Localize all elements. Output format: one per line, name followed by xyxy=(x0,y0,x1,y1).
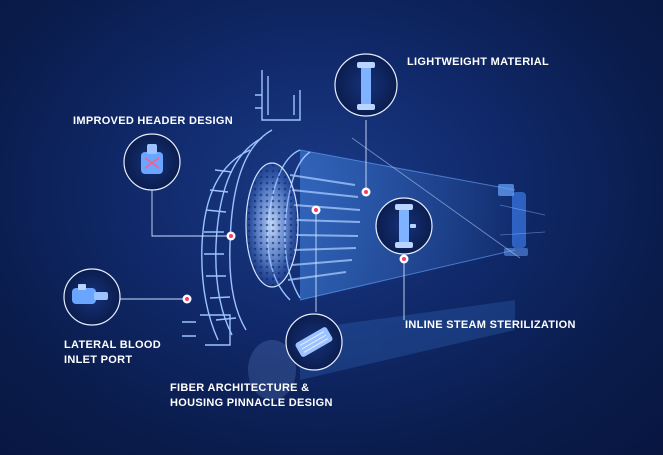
reflection xyxy=(248,300,515,400)
label-lateral-blood-inlet-port: LATERAL BLOOD INLET PORT xyxy=(64,338,161,368)
fiber-bundle-icon xyxy=(285,313,343,371)
label-lightweight-material: LIGHTWEIGHT MATERIAL xyxy=(407,55,549,70)
marker-fiber xyxy=(311,205,321,215)
callout-lines xyxy=(120,120,521,320)
filter-cartridge-icon xyxy=(334,53,398,117)
header-mesh xyxy=(245,162,299,288)
marker-lightweight xyxy=(361,187,371,197)
label-lateral-blood-line1: LATERAL BLOOD xyxy=(64,339,161,351)
fiber-bundle xyxy=(287,174,361,281)
marker-header xyxy=(226,231,236,241)
marker-inlet xyxy=(182,294,192,304)
label-fiber-architecture: FIBER ARCHITECTURE & HOUSING PINNACLE DE… xyxy=(170,381,333,411)
label-lightweight-material-line1: LIGHTWEIGHT MATERIAL xyxy=(407,56,550,68)
marker-steam xyxy=(399,254,409,264)
label-improved-header-design-line1: IMPROVED HEADER DESIGN xyxy=(73,115,234,127)
label-fiber-architecture-line2: HOUSING PINNACLE DESIGN xyxy=(170,397,333,409)
label-inline-steam-sterilization: INLINE STEAM STERILIZATION xyxy=(405,318,576,333)
steam-cartridge-icon xyxy=(375,197,433,255)
header-cap-icon xyxy=(123,133,181,191)
label-lateral-blood-line2: INLET PORT xyxy=(64,354,133,366)
label-inline-steam-sterilization-line1: INLINE STEAM STERILIZATION xyxy=(405,319,576,331)
label-improved-header-design: IMPROVED HEADER DESIGN xyxy=(73,114,233,129)
markers xyxy=(182,187,409,304)
blood-port-icon xyxy=(63,268,121,326)
label-fiber-architecture-line1: FIBER ARCHITECTURE & xyxy=(170,382,310,394)
